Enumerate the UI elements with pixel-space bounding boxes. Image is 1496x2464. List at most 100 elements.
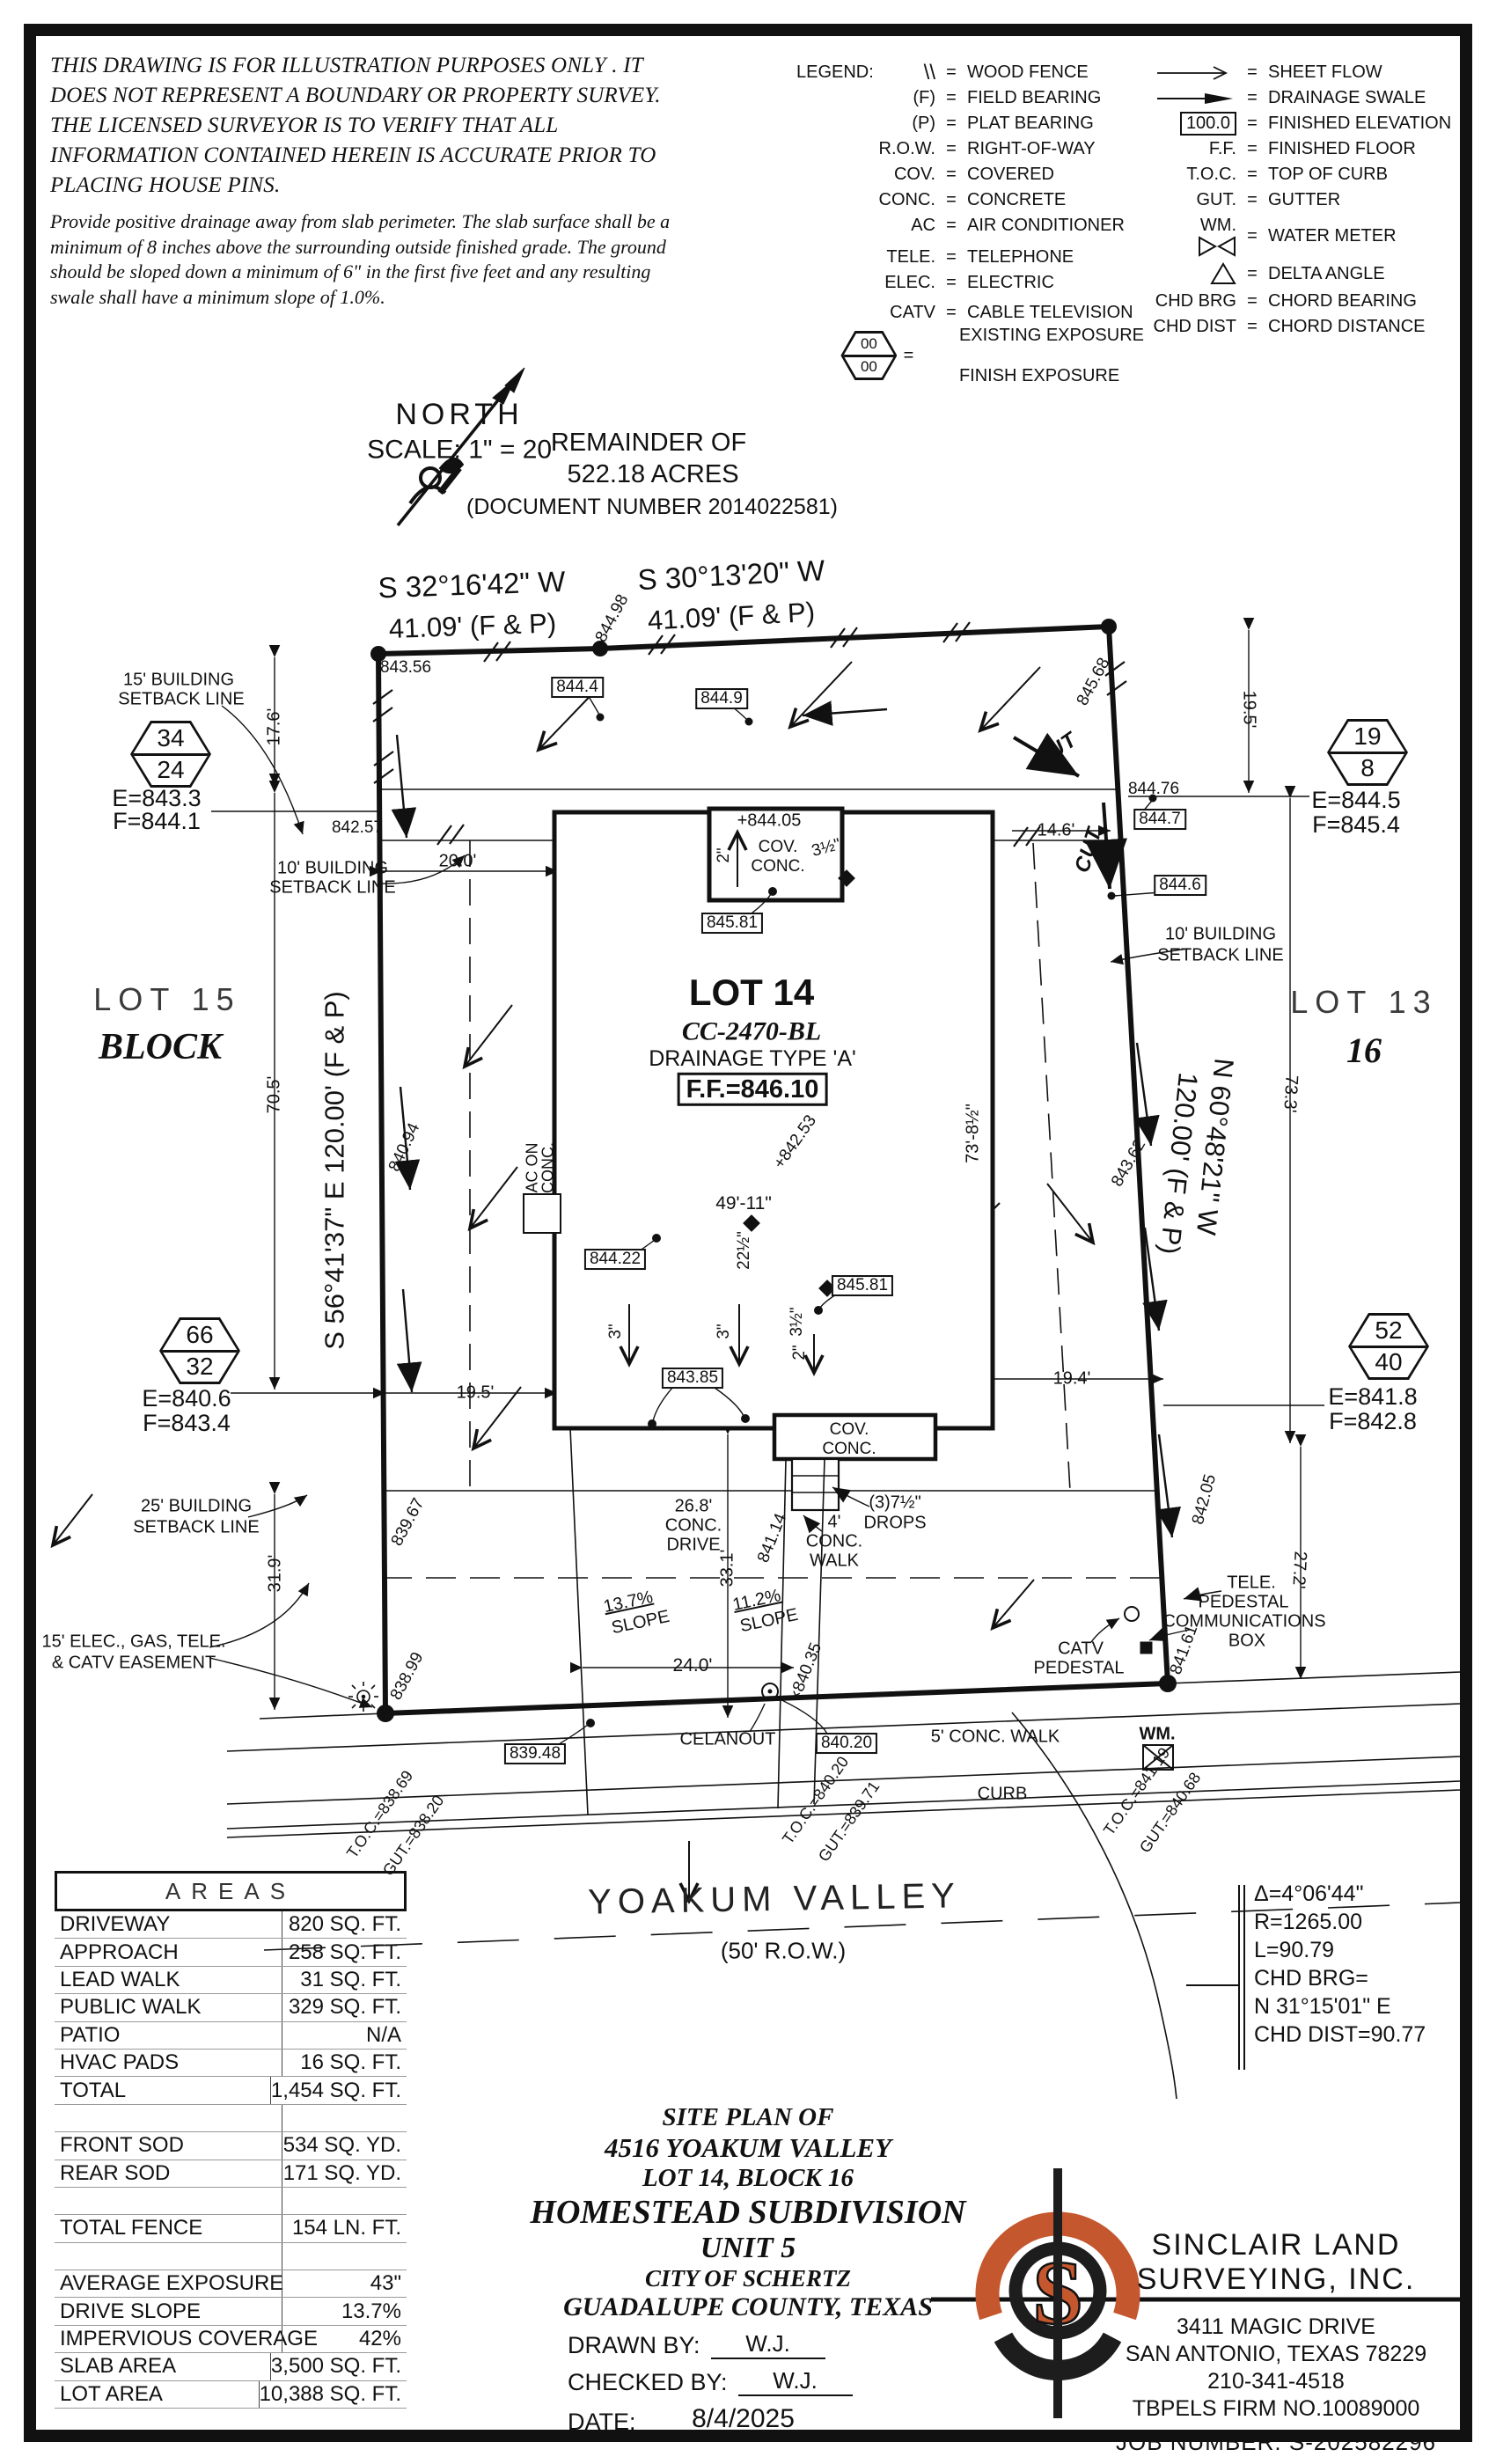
plat-label: 15' ELEC., GAS, TELE. [41,1632,226,1652]
areas-row-value: 258 SQ. FT. [282,1939,407,1966]
plat-label: COV. [758,838,798,857]
plat-label: WALK [810,1551,859,1571]
plat-label: SETBACK LINE [269,877,396,898]
title-line6: CITY OF SCHERTZ [644,2265,852,2292]
areas-row-label: PATIO [60,2022,121,2047]
areas-row: LEAD WALK 31 SQ. FT. [55,1966,407,1995]
plat-label: 839.48 [503,1743,567,1764]
areas-row-value: 534 SQ. YD. [282,2132,407,2160]
plat-label: 845.81 [700,913,764,934]
plat-label: 15' BUILDING [122,670,235,690]
date-label: DATE: [568,2409,636,2435]
plat-label: 26.8' [674,1496,713,1516]
firm-block: SINCLAIR LAND SURVEYING, INC. 3411 MAGIC… [1091,2228,1461,2456]
plat-label: WM. [1139,1724,1176,1744]
plat-label: 14.6' [1037,820,1075,840]
cleanout-icon [761,1683,779,1700]
plat-label: COMMUNICATIONS [1162,1611,1326,1632]
leader-lines [209,694,1245,2070]
plat-label: +844.05 [737,810,802,831]
areas-row-label: SLAB AREA [60,2354,177,2379]
areas-row-value: 31 SQ. FT. [282,1966,407,1994]
plat-label: 10' BUILDING [276,858,389,878]
communications-box-icon [1140,1641,1153,1654]
areas-row-label: REAR SOD [60,2160,171,2185]
areas-row-label: AVERAGE EXPOSURE [60,2271,284,2296]
drainage-note: Provide positive drainage away from slab… [50,210,671,308]
areas-row-label: LEAD WALK [60,1967,180,1991]
plat-label: 838.99 [386,1649,428,1704]
plat-label: & CATV EASEMENT [51,1653,216,1673]
firm-name-line2: SURVEYING, INC. [1136,2262,1416,2296]
plat-label: S 32°16'42" W [377,564,566,605]
title-line3: LOT 14, BLOCK 16 [642,2164,854,2192]
areas-title: AREAS [55,1871,407,1911]
plat-label: PEDESTAL [1033,1658,1125,1678]
sheet-flow-icon [1104,65,1236,80]
plat-label: E=843.3 [112,784,202,811]
title-line5: UNIT 5 [700,2232,796,2264]
catv-pedestal-icon [1124,1606,1140,1622]
plat-label: 24.0' [672,1654,713,1676]
areas-row-value: 820 SQ. FT. [282,1911,407,1939]
plat-label: YOAKUM VALLEY [587,1876,962,1922]
plat-label: 73'-8½" [963,1104,983,1163]
plat-label: 843.62 [1107,1136,1150,1191]
legend-title: LEGEND: [796,62,874,82]
plat-label: 22½" [735,1231,754,1270]
remainder-line1: REMAINDER OF [550,428,747,457]
plat-label: 842.05 [1188,1472,1221,1527]
property-boundary [375,623,1171,1717]
areas-row: TOTAL 1,454 SQ. FT. [55,2077,407,2105]
plat-label: CONC. [805,1531,863,1551]
areas-row-value [282,2242,407,2270]
plat-label: 5' CONC. WALK [930,1727,1060,1747]
areas-row-label: IMPERVIOUS COVERAGE [60,2327,318,2351]
plat-label: BLOCK [98,1026,223,1067]
plat-label: E=841.8 [1328,1382,1418,1410]
document-number: (DOCUMENT NUMBER 2014022581) [466,494,838,519]
water-meter-icon [1199,235,1236,257]
plat-label: 27.2' [1288,1551,1310,1589]
plat-label: 844.4 [551,677,604,698]
plat-label: 844.98 [591,591,633,646]
date-value: 8/4/2025 [646,2404,840,2436]
plat-label: 839.67 [387,1495,429,1550]
remainder-line2: 522.18 ACRES [567,459,739,488]
plat-label: F.F.=846.10 [677,1072,828,1107]
drawn-by-value: W.J. [710,2330,825,2359]
plat-label: 844.76 [1127,780,1180,799]
plat-label: E=840.6 [142,1384,231,1412]
plat-label: E=844.5 [1311,786,1401,813]
areas-row-label: DRIVE SLOPE [60,2299,202,2323]
drainage-swale-arrows [391,700,1182,1538]
curve-chord-bearing-label: CHD BRG= [1254,1966,1368,1991]
areas-row-value: 154 LN. FT. [282,2215,407,2242]
curve-data: Δ=4°06'44" R=1265.00 L=90.79 CHD BRG= N … [1254,1880,1483,2049]
plat-label: TELE. [1227,1573,1276,1593]
firm-number: TBPELS FIRM NO.10089000 [1132,2396,1420,2421]
plat-label: 10' BUILDING [1164,924,1277,944]
plat-label: 70.5' [264,1075,284,1114]
plat-label: 73.3' [1280,1074,1302,1113]
plat-label: 20.0' [438,851,477,871]
disclaimer-text: THIS DRAWING IS FOR ILLUSTRATION PURPOSE… [50,54,661,197]
plat-label: 844.7 [1133,809,1186,830]
curve-radius: R=1265.00 [1254,1910,1363,1934]
plat-label: 41.09' (F & P) [647,596,816,636]
areas-row-value: 1,454 SQ. FT. [269,2077,407,2104]
areas-row-label: APPROACH [60,1940,179,1964]
plat-label: CUT [1030,727,1082,774]
plat-label: LOT 15 [93,981,241,1018]
areas-row-label: TOTAL [60,2078,127,2102]
